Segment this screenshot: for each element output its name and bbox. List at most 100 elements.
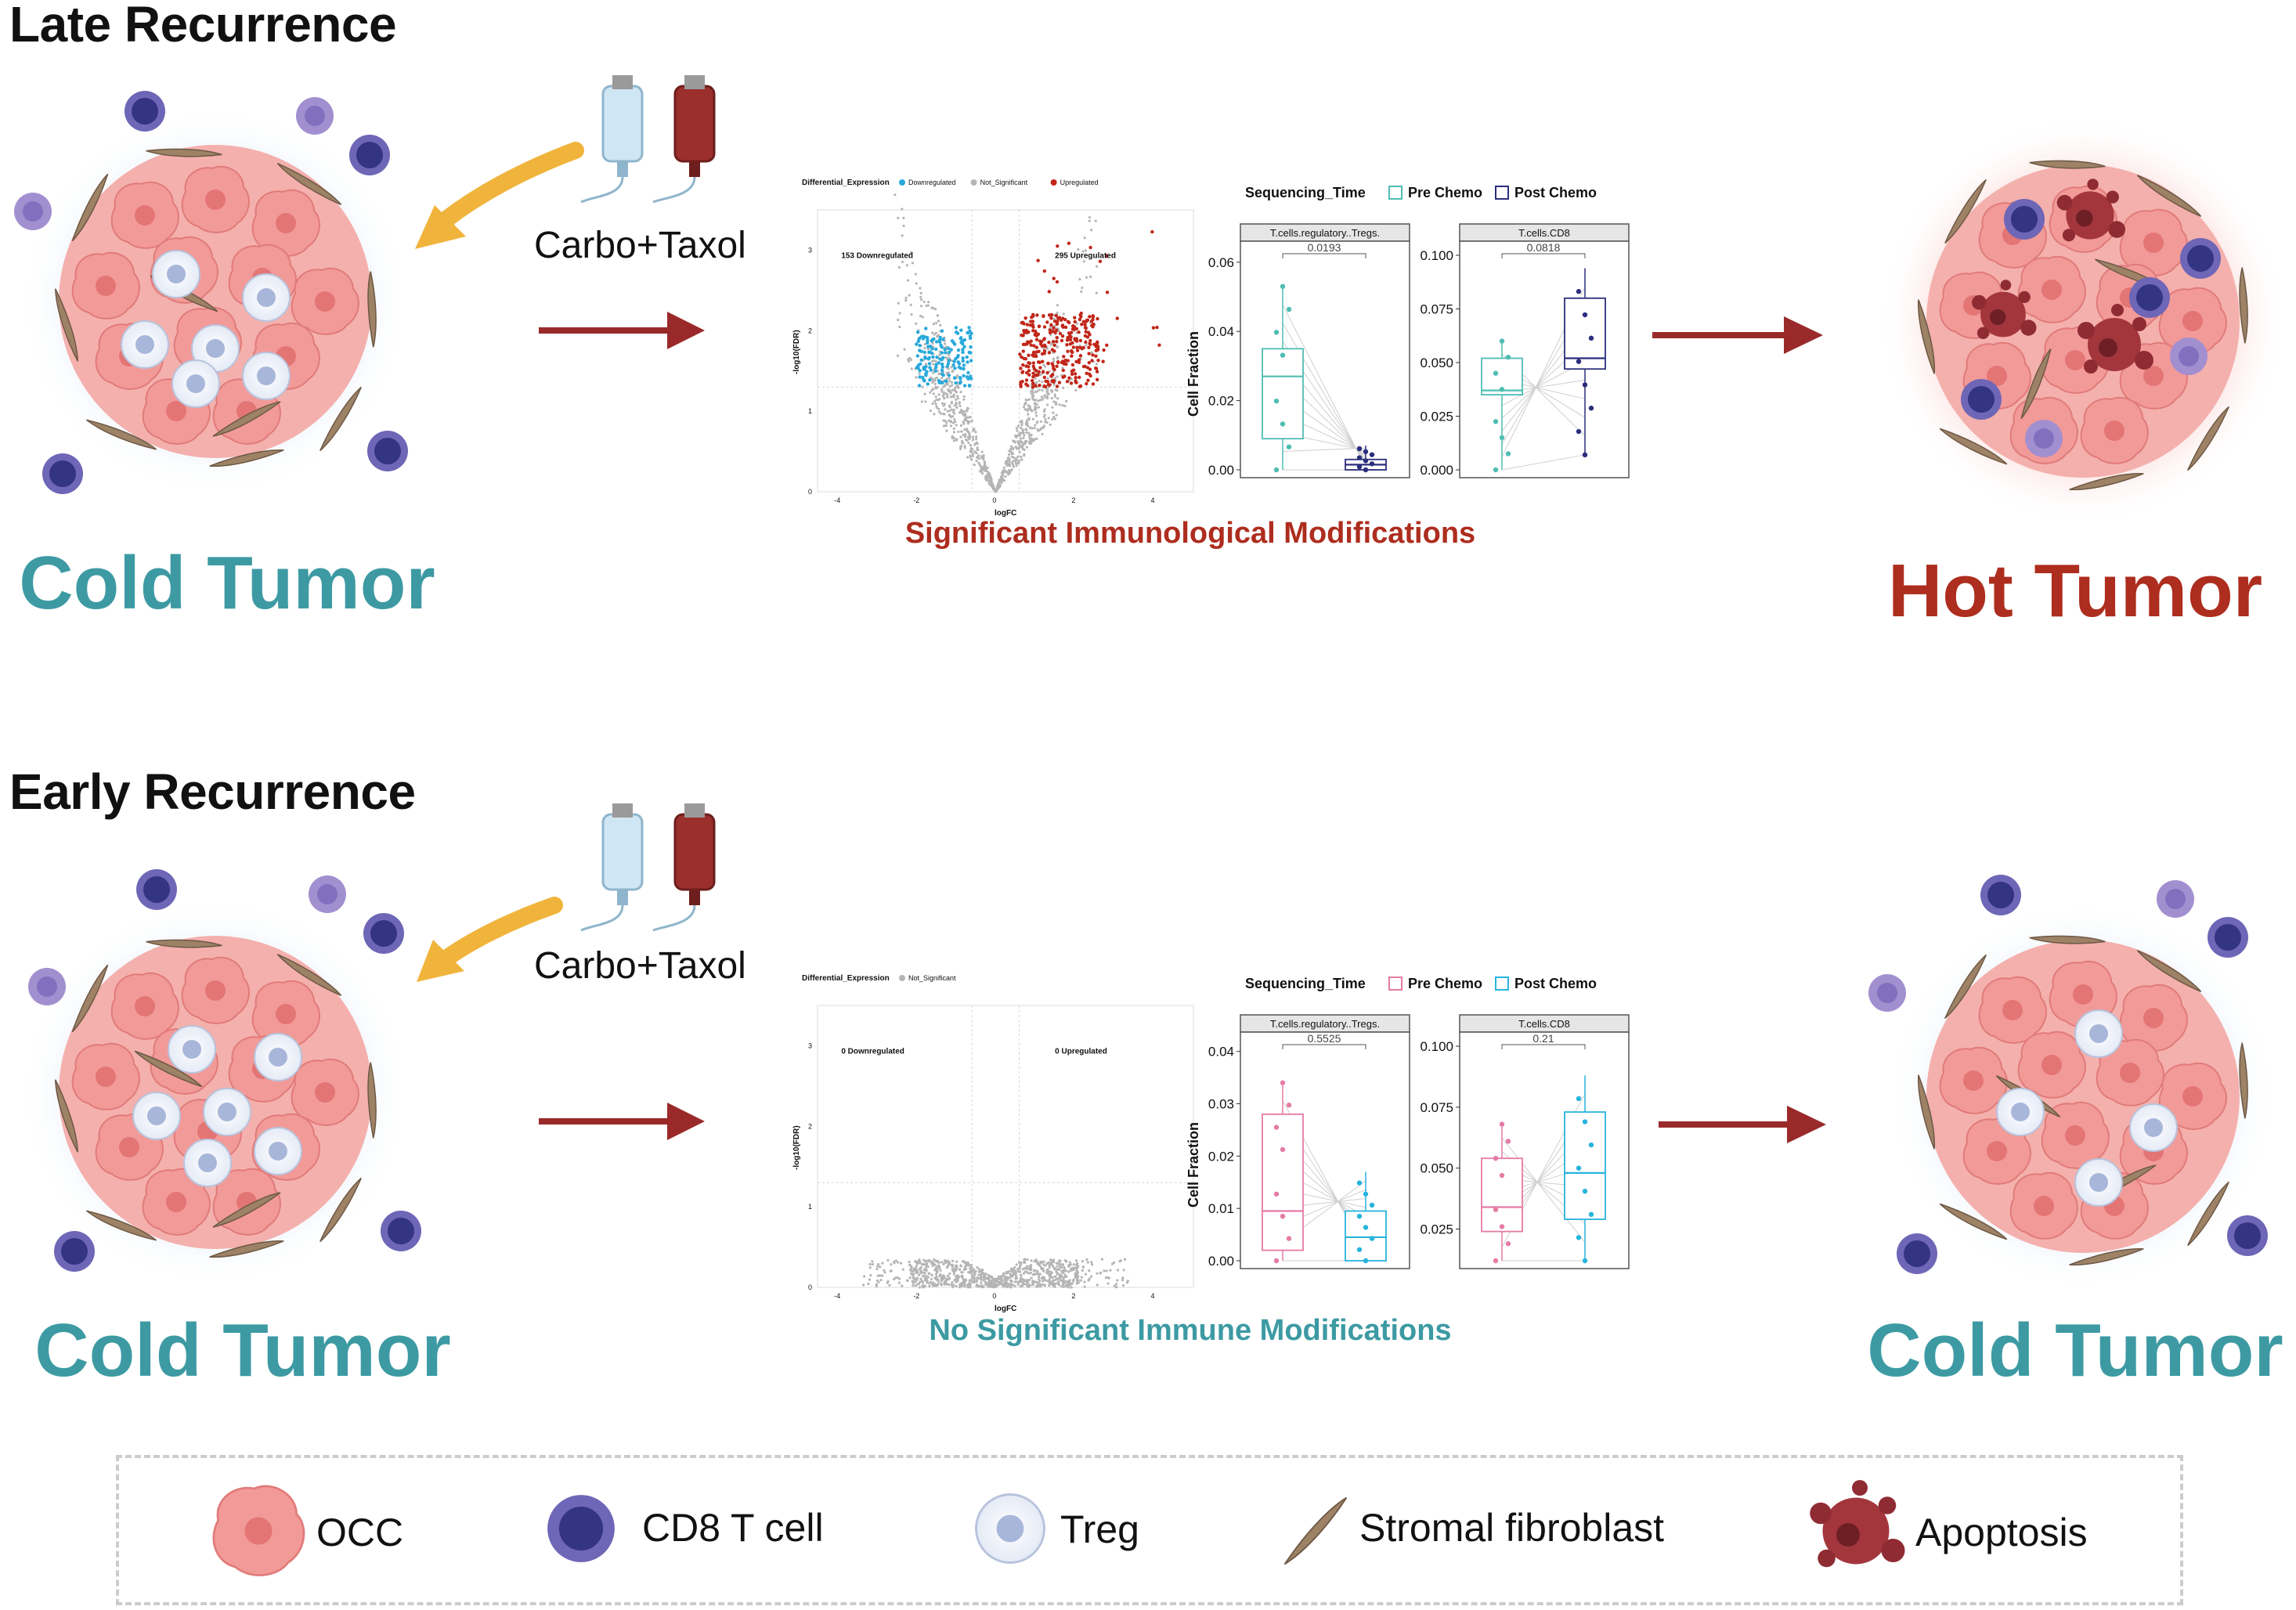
- volcano-point: [1016, 458, 1019, 462]
- volcano-point: [880, 1274, 884, 1277]
- volcano-point: [937, 393, 940, 396]
- volcano-point: [1051, 417, 1054, 421]
- volcano-point: [963, 435, 967, 439]
- volcano-point-up: [1052, 326, 1056, 330]
- volcano-point: [902, 224, 905, 227]
- volcano-point: [1041, 380, 1044, 384]
- box-point: [1363, 449, 1369, 454]
- volcano-point: [899, 1262, 903, 1265]
- volcano-point: [977, 1284, 980, 1287]
- box-point: [1356, 1180, 1363, 1186]
- volcano-point: [947, 1283, 951, 1287]
- box-point: [1363, 1191, 1369, 1197]
- volcano-point: [928, 1282, 931, 1285]
- volcano-point: [944, 1260, 948, 1263]
- volcano-point: [933, 382, 937, 385]
- volcano-point-up: [1032, 351, 1036, 355]
- volcano-point: [931, 1264, 934, 1268]
- volcano-point-up: [1060, 324, 1065, 328]
- volcano-point-up: [1068, 338, 1073, 342]
- volcano-point: [893, 193, 897, 197]
- volcano-point: [993, 1277, 997, 1280]
- volcano-point: [924, 400, 927, 403]
- volcano-point: [948, 377, 951, 380]
- volcano-point-down: [923, 356, 928, 360]
- volcano-point: [966, 456, 969, 459]
- volcano-point: [1090, 1261, 1093, 1264]
- volcano-point: [1034, 381, 1038, 384]
- box-point: [1363, 1258, 1369, 1264]
- volcano-point-up: [1023, 316, 1027, 320]
- volcano-point-down: [961, 350, 965, 355]
- volcano-point: [1038, 1278, 1041, 1281]
- volcano-point: [932, 371, 935, 375]
- volcano-point-down: [952, 359, 956, 363]
- early-after-cold-tumor-illustration: [1887, 901, 2279, 1292]
- volcano-point: [1027, 417, 1031, 421]
- box-y-tick: 0.04: [1208, 324, 1234, 339]
- volcano-point: [1032, 1283, 1035, 1287]
- volcano-point: [1067, 1286, 1070, 1289]
- box-point: [1280, 352, 1286, 358]
- volcano-point: [944, 424, 948, 428]
- volcano-point: [1039, 420, 1042, 423]
- box-panel-title: T.cells.regulatory..Tregs.: [1270, 1018, 1380, 1030]
- volcano-point-up: [1022, 322, 1026, 326]
- volcano-point-up: [1084, 330, 1088, 334]
- volcano-point: [955, 1277, 958, 1280]
- volcano-point: [919, 287, 922, 290]
- volcano-point: [914, 1284, 917, 1287]
- volcano-point: [1035, 421, 1038, 424]
- volcano-point: [952, 1283, 955, 1287]
- volcano-point: [914, 1267, 917, 1270]
- volcano-point: [1077, 248, 1080, 251]
- volcano-point: [1056, 375, 1059, 378]
- volcano-x-tick: -4: [834, 496, 840, 504]
- volcano-point: [879, 1279, 883, 1282]
- volcano-point: [954, 420, 957, 424]
- volcano-point: [901, 1268, 904, 1271]
- volcano-point: [876, 1274, 879, 1277]
- volcano-point-up: [1052, 319, 1057, 323]
- volcano-point: [919, 305, 923, 308]
- volcano-point-up: [1062, 355, 1066, 359]
- volcano-point: [1004, 475, 1007, 478]
- volcano-point: [908, 294, 911, 297]
- volcano-point-up: [1031, 381, 1035, 386]
- volcano-point: [1047, 417, 1050, 420]
- volcano-point: [951, 1285, 955, 1289]
- volcano-point: [969, 444, 972, 447]
- volcano-point-up: [1078, 375, 1081, 380]
- volcano-point: [926, 1281, 929, 1284]
- volcano-point: [925, 1262, 929, 1265]
- volcano-point: [1027, 431, 1031, 435]
- volcano-point: [1027, 434, 1031, 437]
- volcano-x-tick: 2: [1071, 496, 1075, 504]
- volcano-point: [1060, 1285, 1063, 1288]
- volcano-point: [953, 1279, 956, 1282]
- volcano-point: [1053, 395, 1057, 399]
- volcano-point: [959, 435, 962, 439]
- volcano-point-up: [1060, 334, 1065, 338]
- volcano-point-up: [1046, 361, 1050, 366]
- volcano-point: [1022, 1272, 1026, 1275]
- volcano-point: [962, 442, 965, 445]
- volcano-point: [937, 372, 940, 376]
- volcano-point: [1096, 1283, 1099, 1287]
- volcano-point: [947, 367, 950, 370]
- volcano-point-up: [1031, 371, 1035, 375]
- volcano-point: [1021, 429, 1024, 432]
- volcano-point: [1026, 1285, 1029, 1288]
- volcano-point-up: [1027, 353, 1031, 357]
- box-point: [1505, 1139, 1511, 1144]
- volcano-point: [893, 253, 897, 256]
- volcano-point: [911, 1273, 914, 1276]
- box-point: [1505, 1241, 1511, 1247]
- early-recurrence-title: Early Recurrence: [9, 763, 416, 820]
- volcano-point: [936, 1269, 939, 1273]
- volcano-point: [1068, 1280, 1071, 1283]
- volcano-point-up: [1020, 355, 1023, 359]
- volcano-point: [894, 1259, 897, 1262]
- volcano-point: [1057, 1277, 1060, 1280]
